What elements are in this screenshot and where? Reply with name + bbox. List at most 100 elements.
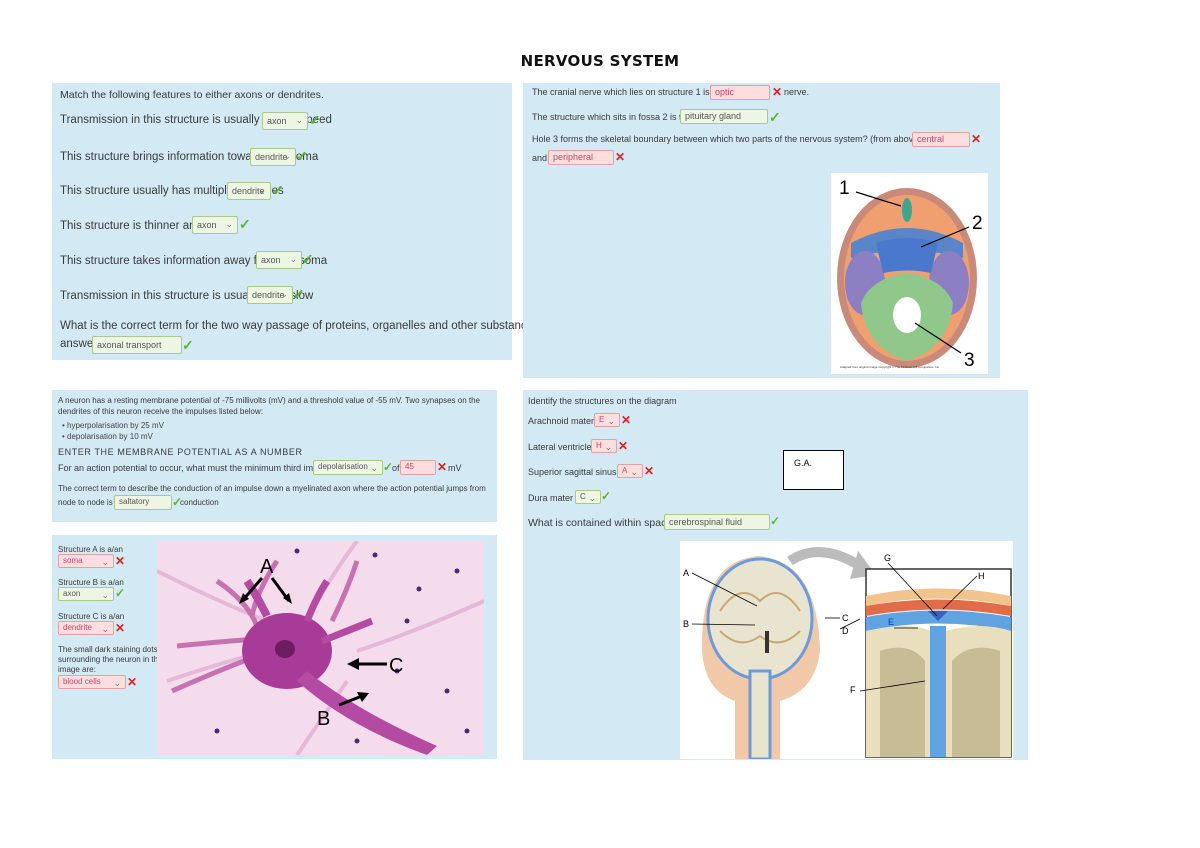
question-text: Superior sagittal sinus xyxy=(528,467,617,477)
check-icon: ✓ xyxy=(769,109,781,125)
answer-input[interactable]: 45 xyxy=(400,460,436,475)
chevron-down-icon: ⌄ xyxy=(101,624,109,634)
chevron-down-icon: ⌄ xyxy=(295,115,303,125)
check-icon: ✓ xyxy=(309,112,321,128)
chevron-down-icon: ⌄ xyxy=(225,219,233,229)
question-text: node to node is xyxy=(58,498,113,507)
check-icon: ✓ xyxy=(172,495,183,509)
answer-input[interactable]: peripheral xyxy=(548,150,614,165)
question-text: Structure B is a/an xyxy=(58,578,124,587)
check-icon: ✓ xyxy=(770,514,781,528)
question-text: Structure C is a/an xyxy=(58,612,125,621)
answer-dropdown[interactable]: dendrite⌄ xyxy=(58,621,114,635)
check-icon: ✓ xyxy=(293,286,305,302)
impulse-list: hyperpolarisation by 25 mV depolarisatio… xyxy=(62,420,164,442)
question-text: nerve. xyxy=(784,87,810,97)
chevron-down-icon: ⌄ xyxy=(630,467,638,477)
answer-input[interactable]: pituitary gland xyxy=(680,109,768,124)
label-a: A xyxy=(683,568,689,578)
label-2: 2 xyxy=(972,213,983,234)
neuron-micrograph: A C B xyxy=(157,541,484,755)
cross-icon: ✕ xyxy=(437,460,448,474)
question-text: The small dark staining dots xyxy=(58,645,158,654)
chevron-down-icon: ⌄ xyxy=(258,185,266,195)
answer-dropdown[interactable]: dendrite⌄ xyxy=(227,182,271,200)
cross-icon: ✕ xyxy=(621,413,632,427)
answer-dropdown[interactable]: C⌄ xyxy=(575,490,601,504)
question-text: For an action potential to occur, what m… xyxy=(58,463,353,473)
answer-dropdown[interactable]: H⌄ xyxy=(591,439,617,453)
check-icon: ✓ xyxy=(182,337,194,353)
ga-box: G.A. xyxy=(783,450,844,490)
answer-input[interactable]: cerebrospinal fluid xyxy=(664,514,770,530)
label-c: C xyxy=(842,613,849,623)
answer-dropdown[interactable]: dendrite⌄ xyxy=(250,148,296,166)
chevron-down-icon: ⌄ xyxy=(280,289,288,299)
answer-dropdown[interactable]: soma⌄ xyxy=(58,554,114,568)
question-text: The cranial nerve which lies on structur… xyxy=(532,87,725,97)
label-1: 1 xyxy=(839,178,850,199)
answer-dropdown[interactable]: axon⌄ xyxy=(58,587,114,601)
section-heading: ENTER THE MEMBRANE POTENTIAL AS A NUMBER xyxy=(58,447,303,457)
label-a: A xyxy=(260,556,274,578)
cross-icon: ✕ xyxy=(115,621,126,635)
answer-input[interactable]: optic xyxy=(710,85,770,100)
answer-dropdown[interactable]: E⌄ xyxy=(594,413,620,427)
answer-input[interactable]: axonal transport xyxy=(92,336,182,354)
check-icon: ✓ xyxy=(383,460,394,474)
check-icon: ✓ xyxy=(302,251,314,267)
label-c: C xyxy=(389,655,403,677)
intro-text: A neuron has a resting membrane potentia… xyxy=(58,396,481,405)
answer-input[interactable]: central xyxy=(912,132,970,147)
question-text: Dura mater xyxy=(528,493,574,503)
answer-dropdown[interactable]: A⌄ xyxy=(617,464,643,478)
check-icon: ✓ xyxy=(115,586,126,600)
intro-text: Identify the structures on the diagram xyxy=(528,396,677,406)
cross-icon: ✕ xyxy=(115,554,126,568)
answer-dropdown[interactable]: axon⌄ xyxy=(262,112,308,130)
question-text: answer) xyxy=(60,338,101,350)
cross-icon: ✕ xyxy=(618,439,629,453)
question-text: Hole 3 forms the skeletal boundary betwe… xyxy=(532,134,946,144)
check-icon: ✓ xyxy=(239,216,251,232)
skull-base-diagram: 1 2 3 xyxy=(831,173,988,374)
answer-dropdown[interactable]: depolarisation⌄ xyxy=(313,460,383,475)
question-text: The structure which sits in fossa 2 is t… xyxy=(532,112,692,122)
question-text: Structure A is a/an xyxy=(58,545,123,554)
answer-dropdown[interactable]: axon⌄ xyxy=(256,251,302,269)
label-g: G xyxy=(884,553,891,563)
chevron-down-icon: ⌄ xyxy=(283,151,291,161)
image-credit: Adapted from original image Copyright © … xyxy=(840,365,940,369)
answer-input[interactable]: saltatory xyxy=(114,495,172,510)
list-item: hyperpolarisation by 25 mV xyxy=(62,420,164,431)
cross-icon: ✕ xyxy=(127,675,138,689)
cross-icon: ✕ xyxy=(772,85,783,99)
cross-icon: ✕ xyxy=(615,150,626,164)
chevron-down-icon: ⌄ xyxy=(370,463,378,473)
question-text: of xyxy=(392,463,400,473)
answer-dropdown[interactable]: axon⌄ xyxy=(192,216,238,234)
label-d: D xyxy=(842,626,849,636)
list-item: depolarisation by 10 mV xyxy=(62,431,164,442)
check-icon: ✓ xyxy=(296,148,308,164)
question-text: conduction xyxy=(180,498,219,507)
label-b: B xyxy=(317,708,330,730)
cross-icon: ✕ xyxy=(644,464,655,478)
question-text: The correct term to describe the conduct… xyxy=(58,484,486,493)
label-e: E xyxy=(888,617,894,627)
question-text: Arachnoid mater xyxy=(528,416,595,426)
label-h: H xyxy=(978,571,985,581)
check-icon: ✓ xyxy=(272,182,284,198)
chevron-down-icon: ⌄ xyxy=(101,557,109,567)
label-3: 3 xyxy=(964,350,975,371)
label-f: F xyxy=(850,685,856,695)
chevron-down-icon: ⌄ xyxy=(604,442,612,452)
chevron-down-icon: ⌄ xyxy=(588,493,596,503)
answer-dropdown[interactable]: dendrite⌄ xyxy=(247,286,293,304)
page-title: NERVOUS SYSTEM xyxy=(520,52,680,70)
question-text: What is the correct term for the two way… xyxy=(60,320,674,332)
question-text: image are: xyxy=(58,665,96,674)
chevron-down-icon: ⌄ xyxy=(101,590,109,600)
answer-dropdown[interactable]: blood cells⌄ xyxy=(58,675,126,689)
question-text: surrounding the neuron in this xyxy=(58,655,164,664)
